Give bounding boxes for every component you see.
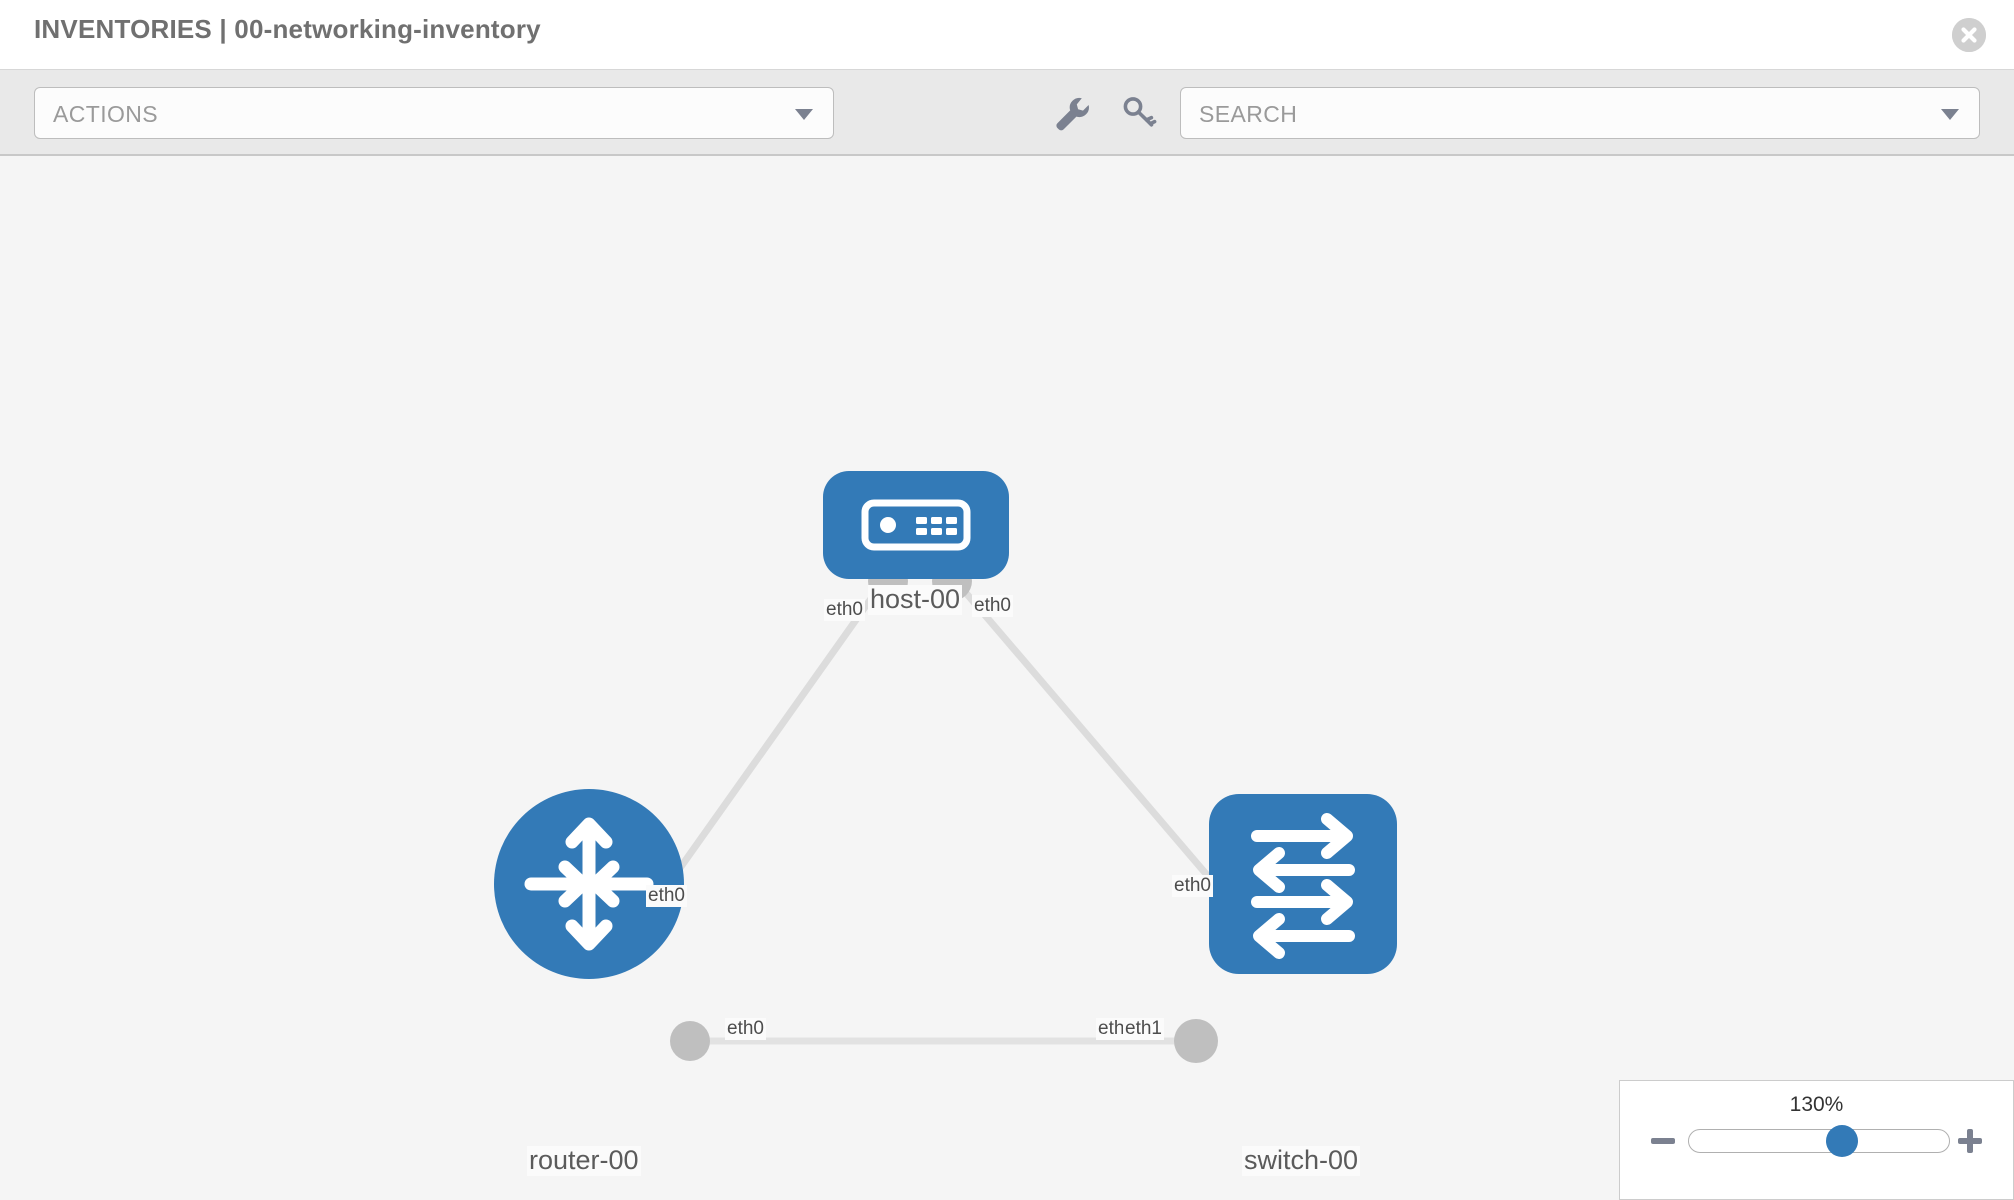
iface-label: eth0 — [725, 1018, 766, 1040]
wrench-icon[interactable] — [1048, 90, 1094, 136]
search-input[interactable]: SEARCH — [1180, 87, 1980, 139]
node-router-00[interactable] — [494, 789, 684, 979]
iface-label: eth0 — [646, 885, 687, 907]
toolbar: ACTIONS SEARCH — [0, 70, 2014, 156]
actions-dropdown-label: ACTIONS — [53, 101, 159, 127]
iface-label: eth0 — [1172, 875, 1213, 897]
node-label-host-00: host-00 — [868, 584, 963, 615]
zoom-slider[interactable] — [1688, 1125, 1950, 1157]
page-header: INVENTORIES | 00-networking-inventory — [0, 0, 2014, 70]
topology-links — [643, 583, 1245, 1045]
topology-graph — [494, 471, 1397, 1063]
plus-icon[interactable] — [1955, 1126, 1985, 1156]
iface-label: eth — [1096, 1018, 1127, 1040]
search-placeholder: SEARCH — [1199, 101, 1298, 127]
topology-ports — [670, 561, 1254, 1063]
close-icon[interactable] — [1952, 18, 1986, 52]
chevron-down-icon — [795, 109, 813, 120]
node-label-switch-00: switch-00 — [1242, 1145, 1361, 1176]
key-icon[interactable] — [1116, 90, 1162, 136]
port-router00-east[interactable] — [670, 1021, 710, 1061]
minus-icon[interactable] — [1648, 1126, 1678, 1156]
node-host-00[interactable] — [823, 471, 1009, 579]
zoom-slider-thumb[interactable] — [1826, 1125, 1858, 1157]
link-host00-router00[interactable] — [643, 583, 883, 919]
iface-label: eth0 — [972, 595, 1013, 617]
topology-canvas[interactable]: eth0 eth0 eth0 eth0 eth0 eth eth1 host-0… — [0, 156, 2014, 1200]
node-switch-00[interactable] — [1209, 794, 1397, 974]
zoom-level-value: 130% — [1789, 1093, 1844, 1116]
page-title: INVENTORIES | 00-networking-inventory — [34, 14, 541, 44]
zoom-control-panel: 130% — [1619, 1080, 2014, 1200]
node-label-router-00: router-00 — [527, 1145, 641, 1176]
actions-dropdown[interactable]: ACTIONS — [34, 87, 834, 139]
iface-label: eth1 — [1123, 1018, 1164, 1040]
chevron-down-icon[interactable] — [1941, 109, 1959, 120]
link-host00-switch00[interactable] — [957, 583, 1245, 919]
port-switch00-west[interactable] — [1174, 1019, 1218, 1063]
iface-label: eth0 — [824, 599, 865, 621]
